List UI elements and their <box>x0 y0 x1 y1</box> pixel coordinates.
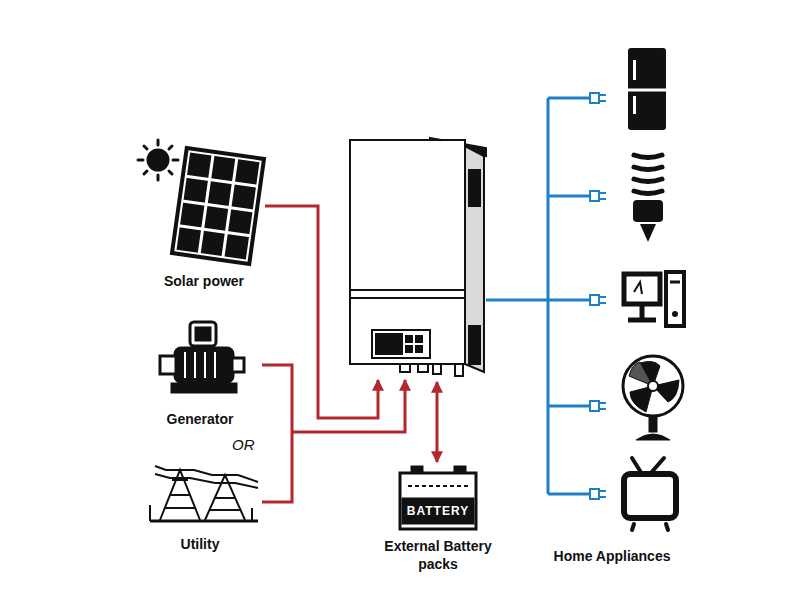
generator-icon <box>160 322 244 392</box>
input-wires <box>262 206 437 502</box>
node-label: Generator <box>167 410 234 428</box>
node-label: Utility <box>181 535 220 553</box>
battery-icon <box>400 467 476 529</box>
or-label: OR <box>232 436 255 453</box>
bulb-icon <box>633 155 663 242</box>
fan-icon <box>623 356 683 440</box>
generator-caption: Generator <box>167 410 234 428</box>
computer-icon <box>624 272 684 326</box>
inverter-unit <box>350 138 486 376</box>
appliances-caption: Home Appliances <box>554 547 671 565</box>
node-label: External Battery packs <box>382 537 494 573</box>
tv-icon <box>624 458 676 530</box>
plugs <box>590 93 606 499</box>
fridge-icon <box>628 48 666 130</box>
battery-node: BATTERY External Battery packs <box>382 499 494 573</box>
sun-icon <box>138 140 178 180</box>
solar-caption: Solar power <box>164 272 244 290</box>
solar-panel <box>171 147 265 265</box>
node-label: Solar power <box>164 272 244 290</box>
utility-caption: Utility <box>181 535 220 553</box>
utility-towers <box>150 466 258 521</box>
node-label: Home Appliances <box>554 547 671 565</box>
output-wires <box>486 98 592 494</box>
battery-label: BATTERY <box>382 499 494 523</box>
